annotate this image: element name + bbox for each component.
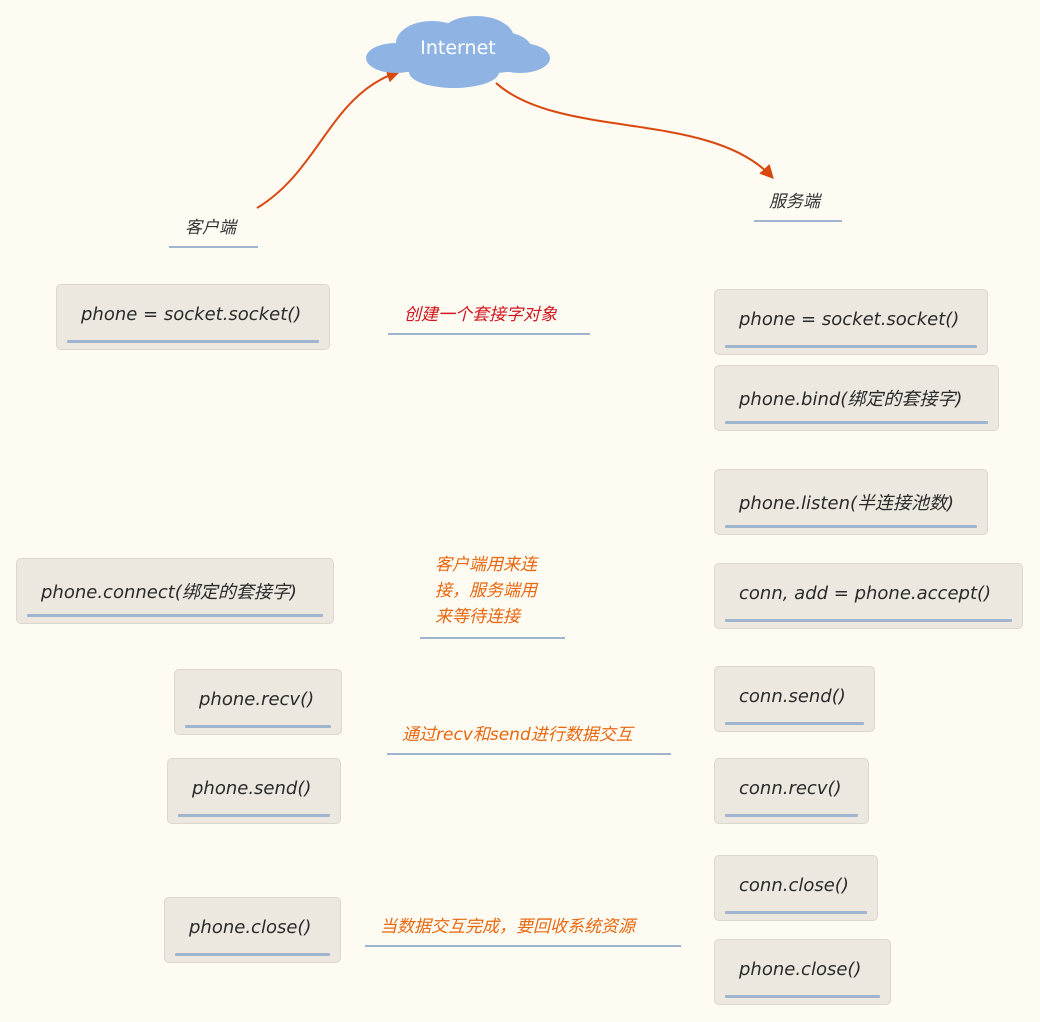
- server-close-conn-underline: [725, 911, 867, 914]
- server-socket-underline: [725, 345, 977, 348]
- server-send-box: conn.send(): [714, 666, 875, 732]
- server-close-phone-underline: [725, 995, 880, 998]
- server-close-phone-box: phone.close(): [714, 939, 891, 1005]
- server-recv-text: conn.recv(): [739, 778, 842, 799]
- server-close-phone-text: phone.close(): [739, 959, 862, 980]
- cloud-label: Internet: [420, 37, 496, 59]
- client-socket-box: phone = socket.socket(): [56, 284, 330, 350]
- client-socket-underline: [67, 340, 319, 343]
- server-label-underline: [754, 220, 842, 222]
- note-exchange: 通过recv和send进行数据交互: [402, 725, 633, 745]
- client-close-text: phone.close(): [189, 917, 312, 938]
- note-connect-underline: [420, 637, 565, 639]
- client-send-text: phone.send(): [192, 778, 312, 799]
- client-recv-box: phone.recv(): [174, 669, 342, 735]
- server-send-text: conn.send(): [739, 686, 846, 707]
- server-listen-underline: [725, 525, 977, 528]
- server-close-conn-text: conn.close(): [739, 875, 849, 896]
- note-connect-line-3: 来等待连接: [435, 607, 520, 627]
- note-create-socket: 创建一个套接字对象: [404, 305, 557, 325]
- server-accept-underline: [725, 619, 1012, 622]
- server-close-conn-box: conn.close(): [714, 855, 878, 921]
- internet-cloud: Internet: [362, 12, 554, 92]
- cloud-icon: [366, 16, 550, 88]
- server-accept-box: conn, add = phone.accept(): [714, 563, 1023, 629]
- client-socket-text: phone = socket.socket(): [81, 304, 302, 325]
- client-label-underline: [169, 246, 258, 248]
- server-bind-underline: [725, 421, 988, 424]
- server-label: 服务端: [769, 192, 820, 212]
- server-recv-underline: [725, 814, 858, 817]
- arrow-internet-to-server: [495, 82, 774, 180]
- client-send-box: phone.send(): [167, 758, 341, 824]
- server-socket-box: phone = socket.socket(): [714, 289, 988, 355]
- note-connect-line-2: 接，服务端用: [435, 581, 537, 601]
- client-recv-text: phone.recv(): [199, 689, 315, 710]
- note-release: 当数据交互完成，要回收系统资源: [380, 917, 635, 937]
- note-create-underline: [388, 333, 590, 335]
- server-send-underline: [725, 722, 864, 725]
- client-connect-box: phone.connect(绑定的套接字): [16, 558, 334, 624]
- client-label: 客户端: [185, 218, 236, 238]
- server-accept-text: conn, add = phone.accept(): [739, 583, 992, 604]
- client-close-box: phone.close(): [164, 897, 341, 963]
- note-release-underline: [365, 945, 681, 947]
- client-send-underline: [178, 814, 330, 817]
- server-listen-box: phone.listen(半连接池数): [714, 469, 988, 535]
- note-connect: 客户端用来连 接，服务端用 来等待连接: [435, 552, 537, 630]
- arrow-client-to-internet: [256, 68, 401, 209]
- server-listen-text: phone.listen(半连接池数): [739, 493, 955, 514]
- server-recv-box: conn.recv(): [714, 758, 869, 824]
- client-connect-text: phone.connect(绑定的套接字): [41, 582, 297, 603]
- client-connect-underline: [27, 614, 323, 617]
- client-close-underline: [175, 953, 330, 956]
- note-exchange-underline: [387, 753, 671, 755]
- server-bind-text: phone.bind(绑定的套接字): [739, 389, 963, 410]
- server-socket-text: phone = socket.socket(): [739, 309, 960, 330]
- note-connect-line-1: 客户端用来连: [435, 555, 537, 575]
- client-recv-underline: [185, 725, 331, 728]
- server-bind-box: phone.bind(绑定的套接字): [714, 365, 999, 431]
